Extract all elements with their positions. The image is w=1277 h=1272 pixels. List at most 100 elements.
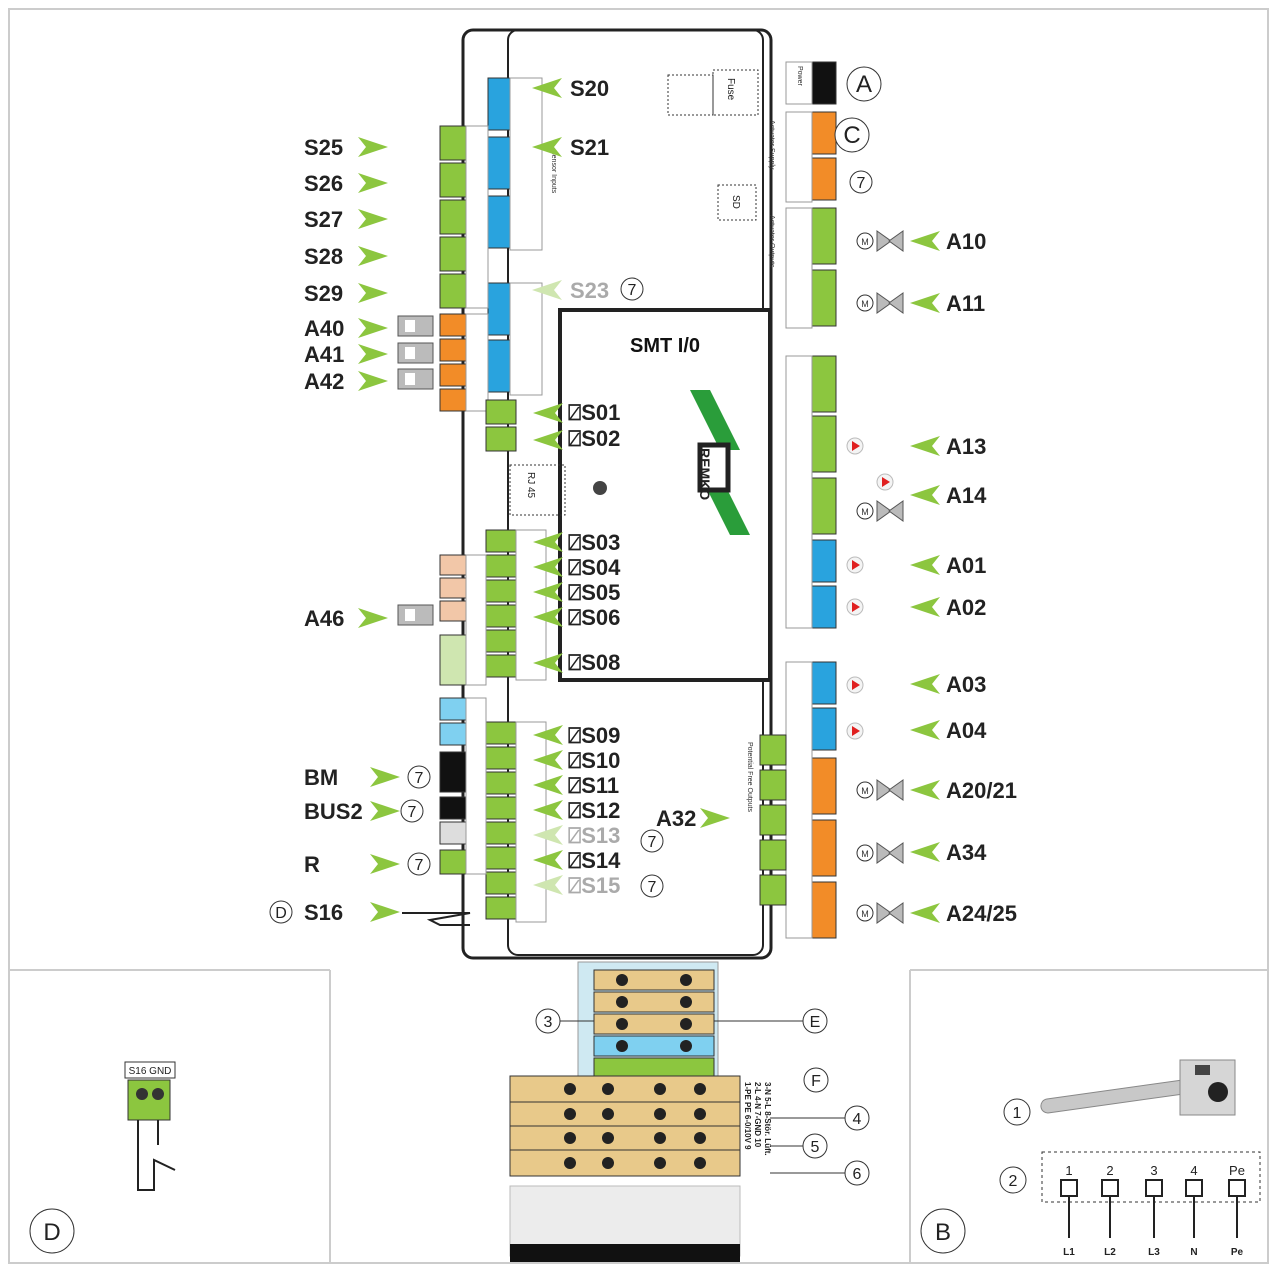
- svg-text:3-N 5-L 8-Stör. Lüft.: 3-N 5-L 8-Stör. Lüft.: [763, 1082, 772, 1156]
- svg-text:7: 7: [415, 770, 424, 787]
- svg-text:L2: L2: [1104, 1247, 1116, 1258]
- label-s29: S29: [304, 281, 343, 306]
- label-s16: S16: [304, 900, 343, 925]
- inset-b-terminals: [1060, 1179, 1246, 1197]
- left-arrows: [358, 137, 400, 922]
- svg-text:Potential Free Outputs: Potential Free Outputs: [746, 742, 753, 813]
- svg-text:B: B: [935, 1219, 951, 1246]
- label-r: R: [304, 852, 320, 877]
- right-arrows: [910, 231, 940, 923]
- circle-c: [834, 117, 870, 153]
- label-s06: ⍁S06: [568, 605, 620, 630]
- label-a10: A10: [946, 229, 986, 254]
- circle-d-big: [29, 1208, 75, 1254]
- label-s27: S27: [304, 207, 343, 232]
- svg-text:1: 1: [1065, 1163, 1072, 1178]
- label-s20: S20: [570, 76, 609, 101]
- fuse-box-left: [667, 74, 714, 116]
- svg-text:5: 5: [811, 1139, 820, 1156]
- label-s23: S23: [570, 278, 609, 303]
- right-labels: A10 A11 A13 A14 A01 A02 A03 A04 A20/21 A…: [946, 229, 1017, 926]
- label-s13: ⍁S13: [568, 823, 620, 848]
- label-s21: S21: [570, 135, 609, 160]
- label-s08: ⍁S08: [568, 650, 620, 675]
- label-s10: ⍁S10: [568, 748, 620, 773]
- circle-a: [846, 66, 882, 102]
- svg-text:D: D: [43, 1219, 60, 1246]
- label-a01: A01: [946, 553, 986, 578]
- svg-text:E: E: [810, 1014, 821, 1031]
- valve-icons: [856, 230, 904, 924]
- svg-text:REMKO: REMKO: [697, 448, 713, 500]
- svg-text:4: 4: [853, 1111, 862, 1128]
- svg-text:Fuse: Fuse: [725, 78, 736, 101]
- label-s12: ⍁S12: [568, 798, 620, 823]
- label-a40: A40: [304, 316, 344, 341]
- svg-text:7: 7: [648, 879, 657, 896]
- outer-frame: [8, 8, 1269, 1264]
- right-terminals: [759, 61, 837, 939]
- green-terminals-s25-s29: [439, 125, 489, 309]
- label-s25: S25: [304, 135, 343, 160]
- label-s09: ⍁S09: [568, 723, 620, 748]
- board-title: SMT I/0: [630, 335, 700, 357]
- svg-text:1-PE PE 6-0/10V 9: 1-PE PE 6-0/10V 9: [743, 1082, 752, 1150]
- svg-text:SD: SD: [730, 195, 741, 209]
- label-a02: A02: [946, 595, 986, 620]
- label-s02: ⍁S02: [568, 426, 620, 451]
- label-bus2: BUS2: [304, 799, 363, 824]
- svg-text:F: F: [811, 1073, 821, 1090]
- green-terminals-sensors: [485, 399, 547, 923]
- rj45-port: [509, 464, 566, 516]
- svg-text:D: D: [275, 905, 287, 922]
- svg-text:3: 3: [544, 1014, 553, 1031]
- svg-text:2: 2: [1009, 1173, 1018, 1190]
- label-a32: A32: [656, 806, 696, 831]
- svg-text:RJ 45: RJ 45: [525, 472, 536, 499]
- label-s01: ⍁S01: [568, 400, 620, 425]
- label-a41: A41: [304, 342, 344, 367]
- svg-text:2-L 4-N 7-GND 10: 2-L 4-N 7-GND 10: [753, 1082, 762, 1148]
- svg-text:A: A: [856, 71, 872, 98]
- svg-text:7: 7: [415, 857, 424, 874]
- svg-text:1: 1: [1013, 1105, 1022, 1122]
- label-s11: ⍁S11: [568, 773, 619, 798]
- tan-terminals-a46: [439, 554, 487, 686]
- circle-b: [920, 1208, 966, 1254]
- svg-text:4: 4: [1190, 1163, 1197, 1178]
- label-a42: A42: [304, 369, 344, 394]
- label-a13: A13: [946, 434, 986, 459]
- sd-slot: [717, 184, 757, 221]
- svg-text:L1: L1: [1063, 1247, 1075, 1258]
- svg-text:7: 7: [628, 282, 637, 299]
- label-s28: S28: [304, 244, 343, 269]
- svg-text:7: 7: [408, 804, 417, 821]
- label-a34: A34: [946, 840, 987, 865]
- svg-text:Pe: Pe: [1231, 1247, 1244, 1258]
- svg-text:Pe: Pe: [1229, 1163, 1245, 1178]
- label-a03: A03: [946, 672, 986, 697]
- left-circle-7s: [269, 765, 431, 924]
- blue-terminals-top: [487, 77, 543, 396]
- remko-logo: REMKO: [690, 390, 750, 535]
- svg-text:Actuator Outputs: Actuator Outputs: [768, 215, 775, 268]
- label-s14: ⍁S14: [568, 848, 621, 873]
- orange-terminals-a40-a42: [439, 313, 489, 412]
- svg-text:S16 GND: S16 GND: [129, 1066, 172, 1077]
- svg-text:7: 7: [857, 175, 866, 192]
- left-labels: S25 S26 S27 S28 S29 A40 A41 A42 A46 BM B…: [304, 135, 363, 925]
- svg-text:Power: Power: [796, 66, 803, 87]
- strip-callouts: [535, 1008, 870, 1186]
- label-s04: ⍁S04: [568, 555, 621, 580]
- connection-box: [1041, 1151, 1261, 1203]
- label-bm: BM: [304, 765, 338, 790]
- label-a04: A04: [946, 718, 987, 743]
- svg-text:2: 2: [1106, 1163, 1113, 1178]
- label-a11: A11: [946, 291, 985, 316]
- heater-rod: [1040, 1059, 1236, 1116]
- fuse-box: [712, 69, 759, 116]
- svg-text:Actuator Supply: Actuator Supply: [768, 120, 775, 170]
- svg-text:3: 3: [1150, 1163, 1157, 1178]
- sensor-labels: ⍁S01 ⍁S02 ⍁S03 ⍁S04 ⍁S05 ⍁S06 ⍁S08 ⍁S09 …: [568, 400, 621, 898]
- svg-text:Sensor Inputs: Sensor Inputs: [550, 150, 557, 194]
